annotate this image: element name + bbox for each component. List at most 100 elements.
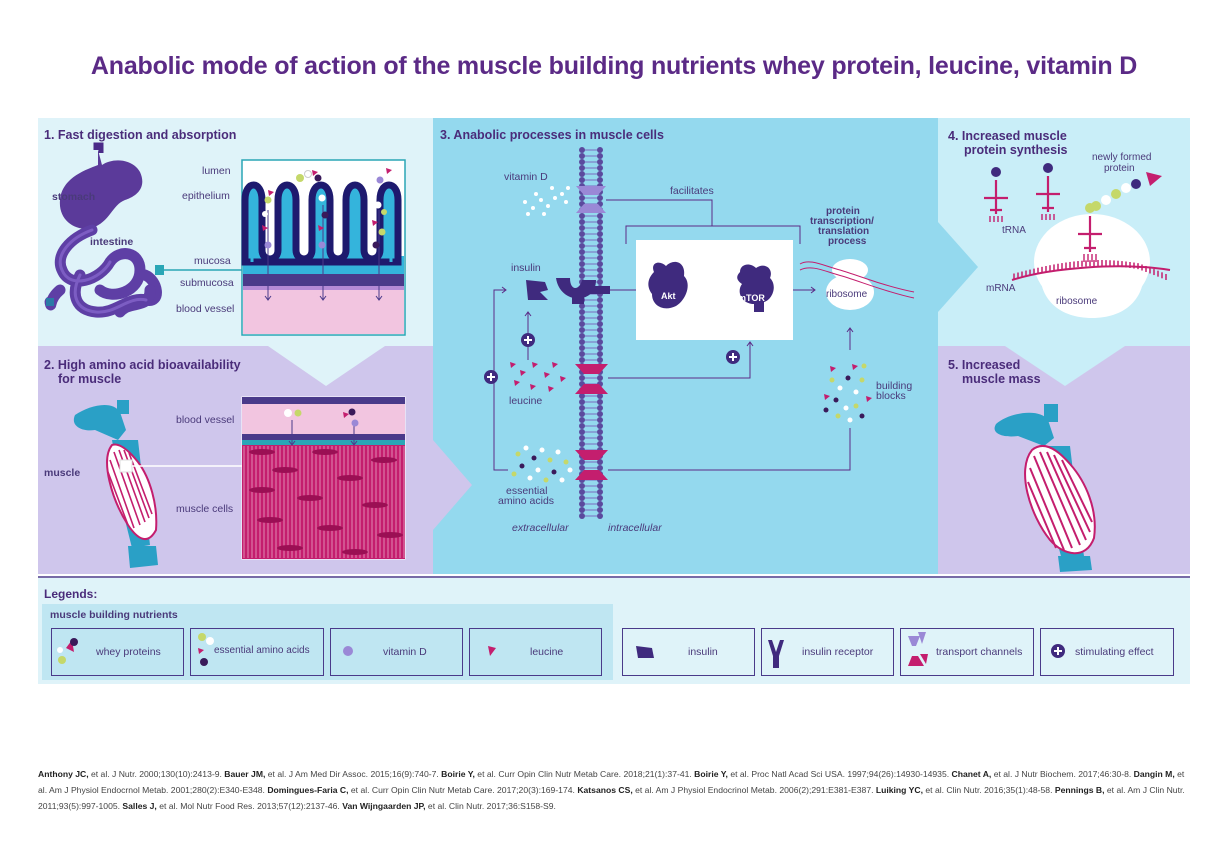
legend-eaa xyxy=(190,628,324,676)
reference-citation: et al. Am J Physiol Endocrnol Metab. 200… xyxy=(38,769,1185,795)
reference-author: Luiking YC, xyxy=(875,785,923,795)
label-lumen: lumen xyxy=(202,165,231,177)
page-title: Anabolic mode of action of the muscle bu… xyxy=(90,52,1138,80)
legend-whey-icon xyxy=(57,638,78,664)
protein-chain xyxy=(1091,172,1162,211)
reference-author: Pennings B, xyxy=(1054,785,1105,795)
label-mucosa: mucosa xyxy=(194,255,231,267)
label-facilitates: facilitates xyxy=(670,185,714,197)
akt-shape xyxy=(648,261,688,309)
vitamin-d-channel xyxy=(576,186,606,213)
label-extracellular: extracellular xyxy=(512,522,569,534)
vitamin-d-dots xyxy=(523,186,570,216)
panel5-header-line2: muscle mass xyxy=(962,372,1041,386)
arrow-2-3 xyxy=(433,440,472,530)
label-protein-4: protein xyxy=(1104,163,1135,174)
label-stomach: stomach xyxy=(52,191,96,203)
reference-citation: et al. Mol Nutr Food Res. 2013;57(12):21… xyxy=(156,801,343,811)
label-mtor: mTOR xyxy=(738,293,765,303)
reference-citation: et al. Curr Opin Clin Nutr Metab Care. 2… xyxy=(348,785,578,795)
panel5-header-line1: 5. Increased xyxy=(948,358,1021,372)
leucine-dots xyxy=(510,362,566,392)
label-blood-vessel-2: blood vessel xyxy=(176,414,235,426)
label-muscle: muscle xyxy=(44,467,81,479)
reference-citation: et al. Clin Nutr. 2017;36:S158-S9. xyxy=(425,801,556,811)
label-leucine: leucine xyxy=(509,395,543,407)
legend-insulin-label: insulin xyxy=(688,646,718,658)
label-submucosa: submucosa xyxy=(180,277,234,289)
legend-eaa-label: essential amino acids xyxy=(214,645,310,656)
insulin-molecule xyxy=(526,280,548,300)
reference-author: Van Wijngaarden JP, xyxy=(342,801,426,811)
reference-author: Boirie Y, xyxy=(694,769,728,779)
reference-author: Salles J, xyxy=(122,801,157,811)
label-translation: translation xyxy=(818,226,870,237)
reference-author: Anthony JC, xyxy=(38,769,89,779)
legend-receptor-icon xyxy=(768,640,784,668)
label-epithelium: epithelium xyxy=(182,190,230,202)
panel1-header: 1. Fast digestion and absorption xyxy=(44,128,237,142)
label-amino-acids: amino acids xyxy=(498,495,555,507)
legend-vitd xyxy=(330,628,463,676)
legend-channels-label: transport channels xyxy=(936,646,1023,658)
arrow-1-2 xyxy=(268,346,385,386)
legend-leucine-label: leucine xyxy=(530,646,564,658)
label-insulin: insulin xyxy=(511,262,541,274)
mrna-strand xyxy=(1011,260,1171,281)
label-newly-formed: newly formed xyxy=(1092,152,1152,163)
reference-citation: et al. J Nutr Biochem. 2017;46:30-8. xyxy=(991,769,1134,779)
panel3-header: 3. Anabolic processes in muscle cells xyxy=(440,128,664,142)
label-mrna: mRNA xyxy=(986,283,1016,294)
references: Anthony JC, et al. J Nutr. 2000;130(10):… xyxy=(38,766,1188,814)
label-transcription: transcription/ xyxy=(810,216,874,227)
label-ribosome-4: ribosome xyxy=(1056,296,1098,307)
plus-icon xyxy=(484,333,740,384)
panel2-header-line1: 2. High amino acid bioavailability xyxy=(44,358,241,372)
label-blood-vessel: blood vessel xyxy=(176,303,235,315)
label-intracellular: intracellular xyxy=(608,522,662,534)
femur-bone xyxy=(73,404,126,440)
reference-citation: et al. Proc Natl Acad Sci USA. 1997;94(2… xyxy=(727,769,952,779)
reference-citation: et al. Curr Opin Clin Nutr Metab Care. 2… xyxy=(474,769,695,779)
label-blocks: blocks xyxy=(876,390,906,402)
legend-eaa-icon xyxy=(198,633,214,666)
mtor-shape xyxy=(737,264,774,312)
label-process: process xyxy=(828,236,867,247)
legend-insulin xyxy=(622,628,755,676)
legend-title: Legends: xyxy=(44,587,98,601)
label-ribosome: ribosome xyxy=(826,289,868,300)
label-trna: tRNA xyxy=(1002,225,1026,236)
leucine-channel xyxy=(575,364,608,394)
panel3-bg xyxy=(433,118,938,574)
legend-channels-icon xyxy=(908,632,928,666)
label-essential: essential xyxy=(506,485,548,497)
eaa-dots xyxy=(511,445,573,483)
legend-leucine-icon xyxy=(488,646,496,656)
legend-stimulating xyxy=(1040,628,1174,676)
label-protein: protein xyxy=(826,206,860,217)
label-vitamin-d: vitamin D xyxy=(504,171,548,183)
legend-receptor-label: insulin receptor xyxy=(802,646,874,658)
insulin-receptor xyxy=(556,278,610,304)
label-muscle-cells: muscle cells xyxy=(176,503,234,515)
legend-whey-label: whey proteins xyxy=(96,646,161,658)
legend-receptor xyxy=(761,628,894,676)
legend-nutrients-bg xyxy=(42,604,613,680)
label-intestine: intestine xyxy=(90,236,134,248)
legend-vitd-label: vitamin D xyxy=(383,646,427,658)
legend-plus-icon xyxy=(1051,644,1065,658)
reference-citation: et al. J Am Med Dir Assoc. 2015;16(9):74… xyxy=(265,769,442,779)
building-blocks-dots xyxy=(823,363,872,423)
lumen-nutrients xyxy=(262,168,392,249)
reference-citation: et al. Am J Physiol Endocrinol Metab. 20… xyxy=(632,785,876,795)
reference-author: Katsanos CS, xyxy=(577,785,633,795)
legend-whey xyxy=(51,628,184,676)
legend-subtitle: muscle building nutrients xyxy=(50,609,178,621)
reference-author: Chanet A, xyxy=(951,769,992,779)
label-building: building xyxy=(876,380,913,392)
panel2-header-line2: for muscle xyxy=(58,372,122,386)
legend-leucine xyxy=(469,628,602,676)
label-akt: Akt xyxy=(661,291,676,301)
reference-citation: et al. Am J Clin Nutr. 2011;93(5):997-10… xyxy=(38,785,1185,811)
